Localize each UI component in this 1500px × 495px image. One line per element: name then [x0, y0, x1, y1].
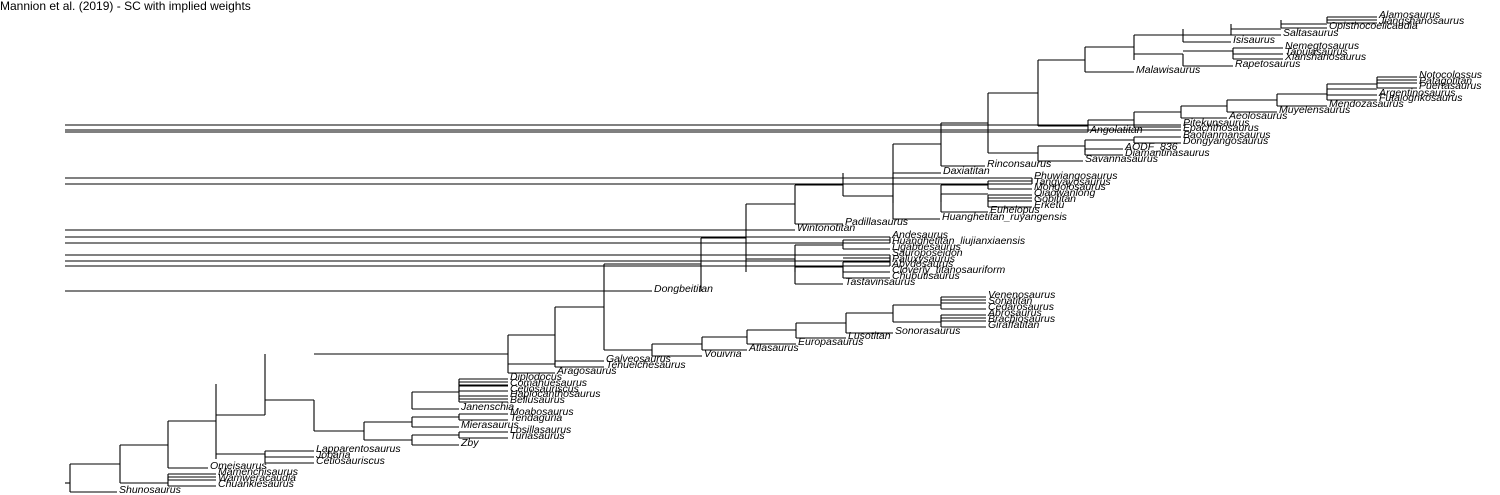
taxon-label: Galveosaurus — [606, 353, 672, 365]
taxon-label: Europasaurus — [798, 336, 864, 348]
taxon-label: Cedarosaurus — [988, 301, 1055, 313]
taxon-label: Dongbeititan — [654, 283, 713, 295]
taxon-label: Tapuiasaurus — [1285, 46, 1348, 58]
taxon-label: Wintonotitan — [797, 222, 855, 234]
taxon-label: Muyelensaurus — [1279, 104, 1351, 116]
taxon-label: Ligabuesaurus — [892, 241, 962, 253]
taxon-label: Daxiatitan — [943, 165, 990, 177]
taxon-label: Moabosaurus — [510, 406, 574, 418]
taxon-label: Malawisaurus — [1136, 64, 1201, 76]
taxon-label: Abrosaurus — [987, 307, 1042, 319]
taxon-label: Rapetosaurus — [1235, 58, 1301, 70]
taxon-label: Abydosaurus — [891, 258, 954, 270]
taxon-label: Andesaurus — [891, 229, 949, 241]
taxon-label: Phuwiangosaurus — [1034, 170, 1118, 182]
taxon-label: Rinconsaurus — [987, 158, 1052, 170]
taxon-label: Qiaowanlong — [1034, 187, 1095, 199]
taxon-label: Saltasaurus — [1283, 27, 1339, 39]
taxon-label: Pitekunsaurus — [1183, 117, 1250, 129]
taxon-label: Lusotitan — [848, 330, 891, 342]
taxon-label: Savannasaurus — [1085, 153, 1159, 165]
taxon-label: Gobititan — [1034, 193, 1076, 205]
taxon-label: Tehuelchesaurus — [606, 359, 686, 371]
taxon-label: Shunosaurus — [119, 484, 182, 495]
taxon-label: Haplocanthosaurus — [510, 388, 601, 400]
taxon-label: Comahuesaurus — [510, 377, 588, 389]
taxon-label: Omeisaurus — [210, 460, 267, 472]
taxon-label: Jobaria — [315, 449, 351, 461]
taxon-label: Venenosaurus — [988, 289, 1056, 301]
taxon-label: Xianshanosaurus — [1284, 51, 1367, 63]
taxon-label: Baotianmansaurus — [1183, 129, 1271, 141]
taxon-label: Tastavinsaurus — [845, 276, 916, 288]
taxon-label: Diplodocus — [510, 371, 563, 383]
taxon-label: Huanghetitan_liujianxiaensis — [892, 235, 1026, 247]
taxon-label: Mendozasaurus — [1329, 98, 1404, 110]
taxon-label: Wamweracaudia — [218, 472, 296, 484]
taxon-label: Nemegtosaurus — [1285, 40, 1360, 52]
taxon-label: Opisthocoelicaudia — [1329, 20, 1418, 32]
taxon-label: Aragosaurus — [556, 365, 617, 377]
taxon-label: Lapparentosaurus — [316, 443, 401, 455]
taxon-label: Erketu — [1034, 199, 1065, 211]
taxon-label: Sauroposeidon — [892, 247, 963, 259]
taxon-label: Chuankiesaurus — [218, 478, 295, 490]
taxon-label: Patagotitan — [1419, 75, 1472, 87]
taxon-label: Chubutisaurus — [892, 270, 960, 282]
taxon-label: Futalognkosaurus — [1379, 92, 1463, 104]
taxon-label: Paluxysaurus — [892, 253, 956, 265]
taxon-label: Mongolosaurus — [1034, 181, 1107, 193]
taxon-label: Cetiosauriscus — [316, 455, 386, 467]
taxon-label: Euhelopus — [990, 204, 1040, 216]
taxon-label: Turiasaurus — [510, 430, 565, 442]
taxon-label: Vouivria — [704, 348, 742, 360]
taxon-label: Tangvayosaurus — [1034, 176, 1111, 188]
taxon-label: Angolatitan — [1089, 124, 1143, 136]
taxon-label: AODF_836 — [1124, 141, 1178, 153]
taxon-label: Zby — [460, 437, 479, 449]
taxon-label: Cloverly_titanosauriform — [892, 264, 1005, 276]
taxon-label: Tendaguria — [510, 412, 562, 424]
taxon-label: Sonorasaurus — [895, 325, 961, 337]
taxon-label: Mierasaurus — [461, 419, 520, 431]
figure-title: Mannion et al. (2019) - SC with implied … — [0, 0, 251, 13]
taxon-label: Huanghetitan_ruyangensis — [942, 211, 1068, 223]
taxon-label: Dongyangosaurus — [1183, 135, 1269, 147]
taxon-label: Isisaurus — [1233, 34, 1276, 46]
taxon-label: Brachiosaurus — [988, 313, 1056, 325]
taxon-label: Sonatitan — [988, 295, 1033, 307]
taxon-label: Diamantinasaurus — [1125, 147, 1210, 159]
taxon-label: Puertasaurus — [1419, 80, 1482, 92]
taxon-label: Notocolossus — [1419, 69, 1483, 81]
taxon-label: Giraffatitan — [988, 319, 1040, 331]
taxon-label: Jiangshanosaurus — [1378, 15, 1465, 27]
taxon-label: Atlasaurus — [748, 342, 799, 354]
taxon-label: Losillasaurus — [510, 424, 572, 436]
taxon-label: Epachthosaurus — [1183, 122, 1260, 134]
taxon-label: Mamenchisaurus — [218, 466, 299, 478]
taxon-label: Cetiosauriscus — [510, 383, 580, 395]
taxon-label: Argentinosaurus — [1378, 87, 1456, 99]
taxon-label: Alamosaurus — [1378, 9, 1441, 21]
taxon-label: Aeolosaurus — [1228, 110, 1288, 122]
taxon-label: Janenschia — [460, 401, 514, 413]
taxon-label: Bellusaurus — [510, 394, 566, 406]
